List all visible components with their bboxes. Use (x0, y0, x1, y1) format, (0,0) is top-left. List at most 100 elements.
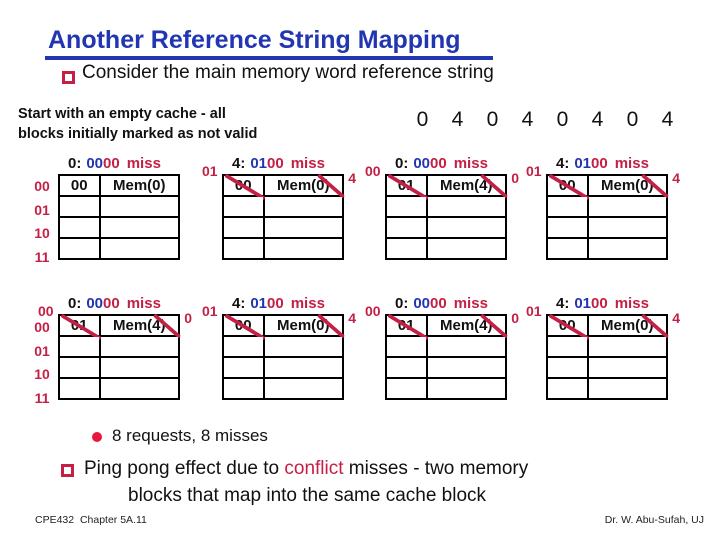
empty-cell (222, 335, 265, 358)
empty-cell (58, 335, 101, 358)
empty-cell (58, 195, 101, 218)
requests-summary: 8 requests, 8 misses (112, 426, 268, 445)
square-bullet-icon (61, 464, 74, 477)
data-cell: Mem(4) (98, 313, 181, 339)
empty-cell (546, 356, 589, 379)
index-label: 11 (34, 389, 50, 406)
new-data-label: 4 (348, 310, 356, 326)
empty-cell (222, 237, 265, 260)
new-tag-label: 01 (202, 163, 218, 179)
empty-cell (222, 377, 265, 400)
empty-cell (385, 195, 428, 218)
bullet1-text: Consider the main memory word reference … (82, 62, 494, 83)
ref-digit: 4 (591, 108, 604, 131)
empty-cell (425, 195, 508, 218)
start-note: Start with an empty cache - all blocks i… (18, 104, 257, 144)
new-tag-label: 00 (38, 303, 54, 319)
empty-cell (586, 356, 669, 379)
cache-grid: 01 Mem(4) (385, 173, 508, 260)
start-note-line1: Start with an empty cache - all (18, 106, 226, 122)
bullet2-line2: blocks that map into the same cache bloc… (128, 485, 487, 506)
data-cell: Mem(0) (586, 313, 669, 339)
empty-cell (222, 216, 265, 239)
empty-cell (546, 216, 589, 239)
empty-cell (546, 195, 589, 218)
empty-cell (586, 195, 669, 218)
empty-cell (58, 237, 101, 260)
data-cell: Mem(4) (425, 173, 508, 199)
ref-digit: 4 (451, 108, 464, 131)
page-title: Another Reference String Mapping (48, 26, 461, 54)
footer-course-label: CPE432 Chapter 5A.11 (35, 514, 147, 526)
start-note-line2: blocks initially marked as not valid (18, 126, 258, 142)
empty-cell (586, 377, 669, 400)
new-tag-label: 01 (202, 303, 218, 319)
empty-cell (425, 335, 508, 358)
cache-index-labels-row2: 00 01 10 11 (28, 316, 56, 410)
empty-cell (385, 237, 428, 260)
empty-cell (58, 216, 101, 239)
empty-cell (425, 237, 508, 260)
ref-digit: 0 (626, 108, 639, 131)
empty-cell (262, 195, 345, 218)
ref-digit: 0 (486, 108, 499, 131)
new-tag-label: 00 (365, 303, 381, 319)
empty-cell (58, 356, 101, 379)
empty-cell (262, 356, 345, 379)
ref-digit: 4 (661, 108, 674, 131)
circle-bullet-icon (92, 432, 102, 442)
cache-grid: 00 Mem(0) (58, 174, 181, 260)
cache-grid: 00 Mem(0) (222, 313, 345, 400)
new-data-label: 4 (348, 170, 356, 186)
tag-cell: 01 (385, 313, 429, 341)
data-cell: Mem(0) (262, 173, 345, 199)
empty-cell (98, 335, 181, 358)
ref-digit: 0 (416, 108, 429, 131)
index-label: 10 (34, 366, 50, 382)
new-data-label: 4 (672, 310, 680, 326)
empty-cell (385, 335, 428, 358)
new-tag-label: 00 (365, 163, 381, 179)
empty-cell (586, 216, 669, 239)
empty-cell (546, 335, 589, 358)
new-data-label: 0 (511, 170, 519, 186)
index-label: 01 (34, 201, 50, 218)
empty-cell (262, 237, 345, 260)
empty-cell (58, 377, 101, 400)
empty-cell (425, 216, 508, 239)
empty-cell (586, 237, 669, 260)
empty-cell (262, 216, 345, 239)
footer-author-label: Dr. W. Abu-Sufah, UJ (604, 514, 704, 526)
empty-cell (222, 356, 265, 379)
tag-cell: 00 (546, 313, 590, 341)
data-cell: Mem(0) (262, 313, 345, 339)
empty-cell (222, 195, 265, 218)
new-tag-label: 01 (526, 303, 542, 319)
empty-cell (98, 356, 181, 379)
empty-cell (385, 356, 428, 379)
empty-cell (98, 377, 181, 400)
ref-digit: 4 (521, 108, 534, 131)
bullet2-line1: Ping pong effect due to conflict misses … (84, 458, 529, 479)
tag-cell: 01 (58, 313, 102, 341)
cache-grid: 00 Mem(0) (222, 173, 345, 260)
new-data-label: 0 (184, 310, 192, 326)
empty-cell (98, 195, 181, 218)
index-label: 11 (34, 248, 50, 265)
new-tag-label: 01 (526, 163, 542, 179)
index-label: 01 (34, 342, 50, 359)
